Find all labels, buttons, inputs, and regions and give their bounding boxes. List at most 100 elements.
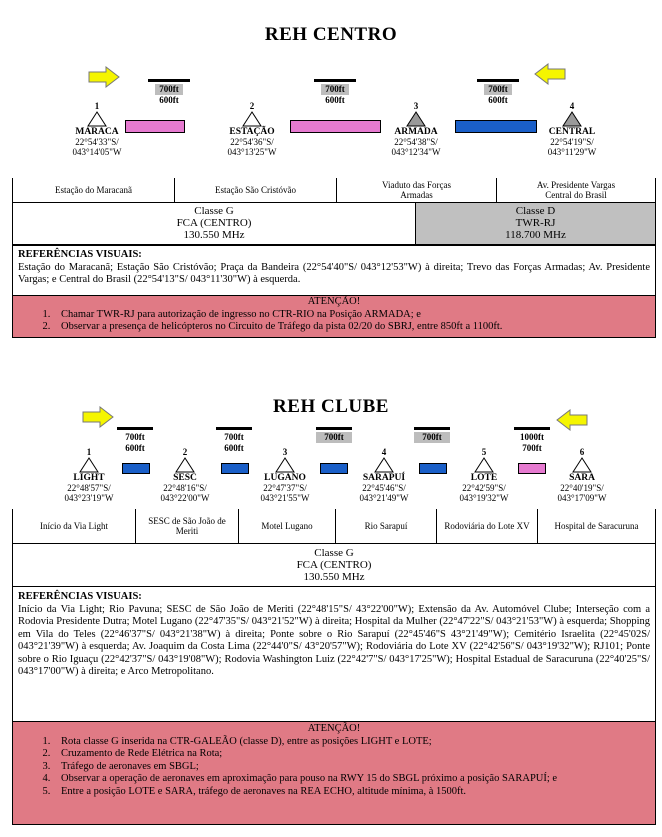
altitude-upper: 700ft (125, 432, 145, 442)
waypoint-triangle-icon (87, 111, 107, 127)
waypoint-lat: 22°54'38"S/ (394, 137, 438, 147)
altitude-lower: 600ft (125, 443, 145, 453)
waypoint-number: 4 (381, 447, 387, 457)
location-label: Motel Lugano (238, 509, 335, 543)
waypoint-name: SARAPUÍ (362, 473, 406, 483)
altitude-block: 700ft (316, 427, 352, 443)
waypoint: 2 SESC 22°48'16"S/ 043°22'00"W (140, 447, 230, 503)
class-label: Classe D (515, 205, 556, 217)
waypoint-lat: 22°54'33"S/ (75, 137, 119, 147)
waypoint-number: 2 (182, 447, 188, 457)
waypoint-lat: 22°48'16"S/ (163, 483, 207, 493)
waypoint-lon: 043°13'25"W (227, 147, 277, 157)
altitude-lower: 600ft (325, 95, 345, 105)
waypoint: 2 ESTAÇÃO 22°54'36"S/ 043°13'25"W (207, 101, 297, 157)
route-segment (122, 463, 150, 474)
waypoint-lon: 043°14'05"W (72, 147, 122, 157)
waypoint-lon: 043°11'29"W (547, 147, 597, 157)
visual-references: REFERÊNCIAS VISUAIS: Início da Via Light… (12, 588, 656, 721)
route-segment (290, 120, 381, 133)
waypoint-lat: 22°47'37"S/ (263, 483, 307, 493)
waypoint-name: SESC (173, 473, 197, 483)
class-frequency: 118.700 MHz (505, 229, 566, 241)
waypoint-lat: 22°42'59"S/ (462, 483, 506, 493)
waypoint-triangle-icon (374, 457, 394, 473)
class-unit: FCA (CENTRO) (176, 217, 252, 229)
waypoint-triangle-icon (562, 111, 582, 127)
clube-title: REH CLUBE (273, 396, 389, 417)
route-segment (518, 463, 546, 474)
arrow-right-icon (88, 66, 120, 88)
arrow-left-icon (556, 409, 588, 431)
waypoint-name: CENTRAL (548, 127, 596, 137)
class-label: Classe G (314, 547, 354, 559)
altitude-block: 700ft 600ft (117, 427, 153, 454)
attention-item: Cruzamento de Rede Elétrica na Rota; (53, 748, 655, 761)
attention-item: Entre a posição LOTE e SARA, tráfego de … (53, 786, 655, 799)
visual-references: REFERÊNCIAS VISUAIS: Estação do Maracanã… (12, 246, 656, 296)
attention-item: Chamar TWR-RJ para autorização de ingres… (53, 309, 655, 322)
attention-item: Observar a presença de helicópteros no C… (53, 321, 655, 334)
waypoint-triangle-icon (242, 111, 262, 127)
waypoint-number: 5 (481, 447, 487, 457)
waypoint: 4 CENTRAL 22°54'19"S/ 043°11'29"W (527, 101, 617, 157)
waypoint-number: 3 (413, 101, 419, 111)
references-text: Início da Via Light; Rio Pavuna; SESC de… (18, 603, 650, 678)
arrow-left-icon (534, 63, 566, 85)
altitude-lower: 600ft (159, 95, 179, 105)
waypoint: 6 SARA 22°40'19"S/ 043°17'09"W (537, 447, 627, 503)
references-title: REFERÊNCIAS VISUAIS: (18, 591, 142, 602)
location-label: SESC de São João de Meriti (135, 509, 238, 543)
altitude-upper: 1000ft (520, 432, 544, 442)
waypoint: 1 LIGHT 22°48'57"S/ 043°23'19"W (44, 447, 134, 503)
attention-box: ATENÇÃO! Rota classe G inserida na CTR-G… (12, 721, 656, 825)
altitude-lower: 600ft (488, 95, 508, 105)
waypoint-lat: 22°54'19"S/ (550, 137, 594, 147)
waypoint-triangle-icon (275, 457, 295, 473)
references-title: REFERÊNCIAS VISUAIS: (18, 249, 142, 260)
waypoint-number: 1 (94, 101, 100, 111)
waypoint-number: 1 (86, 447, 92, 457)
altitude-lower: 700ft (522, 443, 542, 453)
waypoint-triangle-icon (572, 457, 592, 473)
altitude-block: 700ft (414, 427, 450, 443)
waypoint-triangle-icon (474, 457, 494, 473)
waypoint-lon: 043°23'19"W (64, 493, 114, 503)
class-label: Classe G (194, 205, 234, 217)
waypoint-lat: 22°48'57"S/ (67, 483, 111, 493)
references-text: Estação do Maracanã; Estação São Cristóv… (18, 261, 650, 286)
waypoint-lat: 22°45'46"S/ (362, 483, 406, 493)
waypoint-lat: 22°54'36"S/ (230, 137, 274, 147)
altitude-upper: 700ft (414, 432, 450, 443)
altitude-block: 700ft 600ft (216, 427, 252, 454)
waypoint-lon: 043°21'49"W (359, 493, 409, 503)
route-segment (419, 463, 447, 474)
altitude-block: 1000ft 700ft (514, 427, 550, 454)
waypoint-triangle-icon (79, 457, 99, 473)
waypoint-lat: 22°40'19"S/ (560, 483, 604, 493)
waypoint-lon: 043°22'00"W (160, 493, 210, 503)
centro-title: REH CENTRO (264, 24, 398, 45)
class-g-box: Classe G FCA (CENTRO) 130.550 MHz (12, 543, 656, 587)
altitude-upper: 700ft (484, 84, 512, 95)
waypoint: 5 LOTE 22°42'59"S/ 043°19'32"W (439, 447, 529, 503)
attention-title: ATENÇÃO! (307, 296, 361, 307)
arrow-right-icon (82, 406, 114, 428)
waypoint-name: LUGANO (264, 473, 306, 483)
waypoint: 3 LUGANO 22°47'37"S/ 043°21'55"W (240, 447, 330, 503)
altitude-upper: 700ft (155, 84, 183, 95)
waypoint: 1 MARACA 22°54'33"S/ 043°14'05"W (52, 101, 142, 157)
class-frequency: 130.550 MHz (183, 229, 245, 241)
route-segment (320, 463, 348, 474)
location-label: Início da Via Light (12, 509, 135, 543)
waypoint-lon: 043°12'34"W (391, 147, 441, 157)
waypoint: 4 SARAPUÍ 22°45'46"S/ 043°21'49"W (339, 447, 429, 503)
altitude-block: 700ft 600ft (148, 79, 190, 106)
waypoint-name: SARA (569, 473, 595, 483)
waypoint-triangle-icon (175, 457, 195, 473)
altitude-upper: 700ft (321, 84, 349, 95)
waypoint-name: LIGHT (73, 473, 105, 483)
attention-box: ATENÇÃO! Chamar TWR-RJ para autorização … (12, 295, 656, 338)
location-label: Estação São Cristóvão (174, 178, 336, 202)
waypoint-name: ARMADA (394, 127, 438, 137)
